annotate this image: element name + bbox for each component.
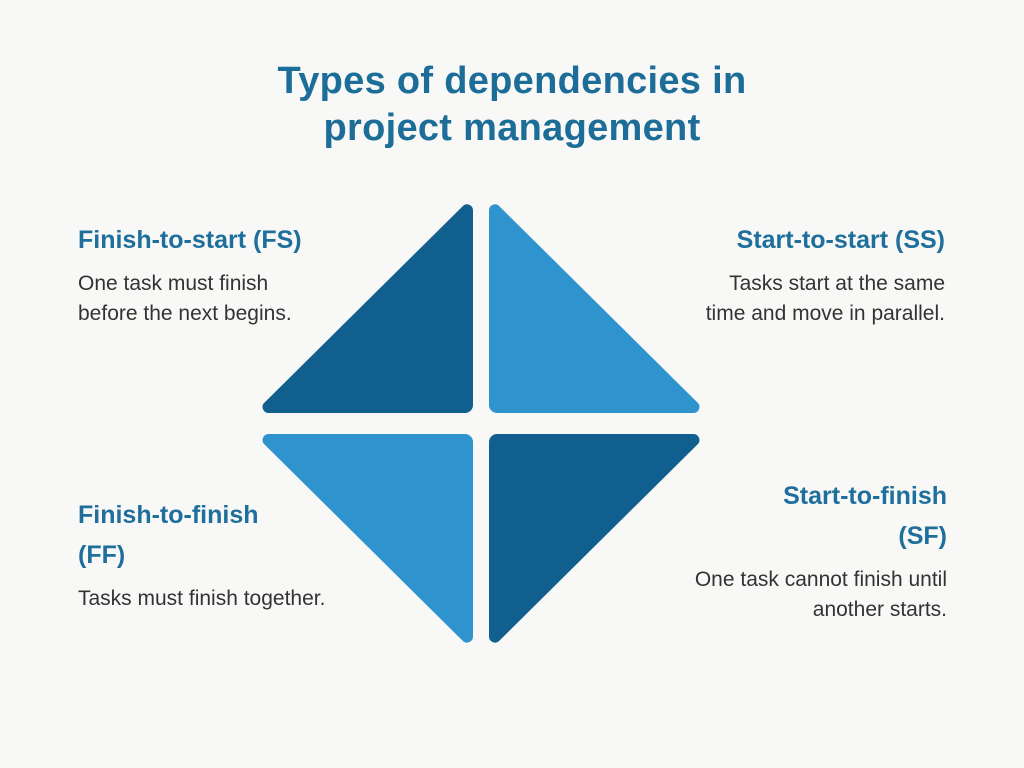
description-line: One task must finish <box>78 272 269 295</box>
heading-line: (SF) <box>898 522 947 550</box>
triangle-top-left <box>262 204 474 413</box>
finish-to-finish-description: Tasks must finish together. <box>78 584 398 614</box>
page-title-line-2: project management <box>323 107 701 149</box>
page-title-line-1: Types of dependencies in <box>277 60 747 102</box>
description-line: Tasks must finish together. <box>78 587 326 610</box>
heading-line: (FF) <box>78 541 126 569</box>
finish-to-start-heading: Finish-to-start (FS) <box>78 220 398 260</box>
description-line: One task cannot finish until <box>694 568 947 591</box>
finish-to-finish-heading: Finish-to-finish (FF) <box>78 495 398 575</box>
triangle-top-right <box>488 204 700 413</box>
start-to-start-description: Tasks start at the same time and move in… <box>615 269 945 329</box>
description-line: Tasks start at the same <box>729 272 945 295</box>
start-to-finish-heading: Start-to-finish (SF) <box>607 476 947 556</box>
description-line: before the next begins. <box>78 302 292 325</box>
dependency-block-finish-to-start: Finish-to-start (FS) One task must finis… <box>78 220 398 329</box>
heading-line: Finish-to-start (FS) <box>78 226 302 254</box>
finish-to-start-description: One task must finish before the next beg… <box>78 269 398 329</box>
triangle-bottom-right <box>488 434 700 643</box>
page-title: Types of dependencies in project managem… <box>0 58 1024 152</box>
dependency-block-start-to-finish: Start-to-finish (SF) One task cannot fin… <box>607 476 947 625</box>
heading-line: Start-to-finish <box>783 482 947 510</box>
start-to-finish-description: One task cannot finish until another sta… <box>607 565 947 625</box>
description-line: time and move in parallel. <box>705 302 945 325</box>
dependency-block-finish-to-finish: Finish-to-finish (FF) Tasks must finish … <box>78 495 398 614</box>
triangle-bottom-left <box>262 434 474 643</box>
dependency-block-start-to-start: Start-to-start (SS) Tasks start at the s… <box>615 220 945 329</box>
start-to-start-heading: Start-to-start (SS) <box>615 220 945 260</box>
heading-line: Start-to-start (SS) <box>736 226 945 254</box>
description-line: another starts. <box>812 598 947 621</box>
heading-line: Finish-to-finish <box>78 501 259 529</box>
